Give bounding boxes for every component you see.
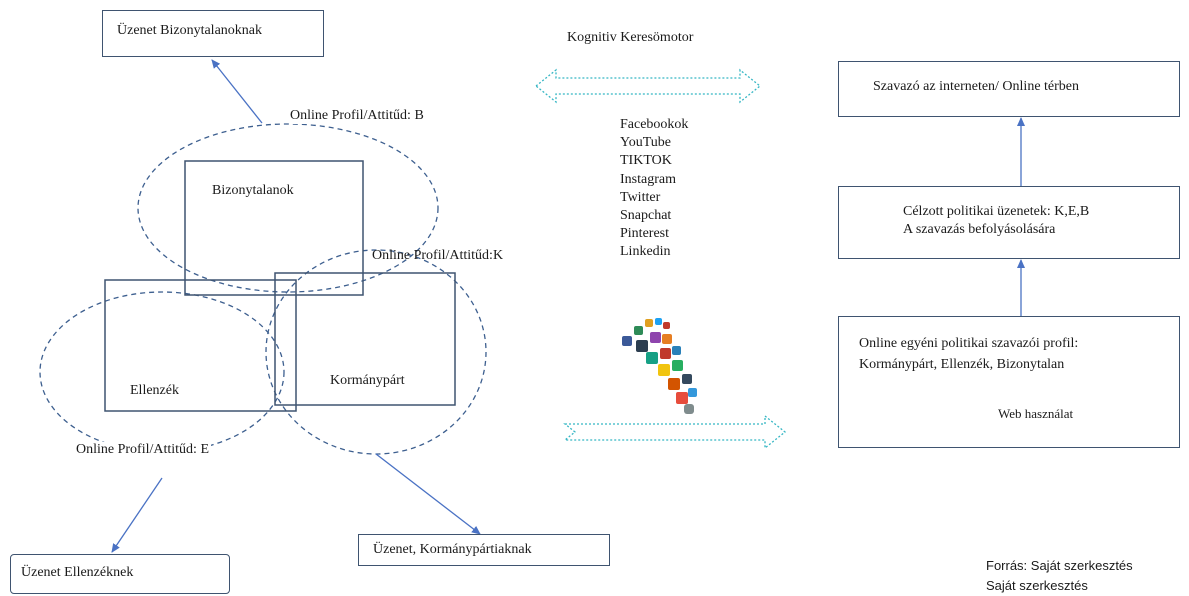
web-usage-label: Web használat [998,406,1074,421]
platform-item: TIKTOK [620,153,672,169]
government-label: Kormánypárt [330,373,405,388]
targeted-messages-line2: A szavazás befolyásolására [903,221,1056,237]
platform-item: Linkedin [620,244,671,260]
profile-b-ellipse [137,123,439,293]
government-rect [274,272,456,406]
search-engine-label: Kognitiv Keresömotor [567,30,694,45]
voter-online-label: Szavazó az interneten/ Online térben [873,79,1080,94]
profile-e-label: Online Profil/Attitűd: E [76,442,211,458]
platform-item: YouTube [620,135,671,151]
uncertain-label: Bizonytalanok [212,183,294,198]
platform-list: Facebookok YouTube TIKTOK Instagram Twit… [620,116,688,262]
opposition-rect [104,279,297,412]
arrow-to-msg-opposition [111,477,163,553]
profile-k-label: Online Profil/Attitűd:K [372,248,504,263]
platform-item: Twitter [620,189,661,205]
voter-profile-line1: Online egyéni politikai szavazói profil: [859,336,1079,351]
source-note: Forrás: Saját szerkesztés Saját szerkesz… [986,556,1133,596]
voter-profile-box: Online egyéni politikai szavazói profil:… [838,316,1180,448]
msg-opposition-box: Üzenet Ellenzéknek [10,554,230,594]
msg-uncertain-box: Üzenet Bizonytalanoknak [102,10,324,57]
arrow-to-msg-uncertain [211,59,263,124]
voter-profile-line2: Kormánypárt, Ellenzék, Bizonytalan [859,357,1065,372]
msg-uncertain-label: Üzenet Bizonytalanoknak [117,23,263,38]
platform-item: Facebookok [620,117,689,132]
platform-item: Snapchat [620,208,672,224]
profile-e-ellipse [39,291,285,453]
profile-k-ellipse [265,249,487,455]
voter-online-box: Szavazó az interneten/ Online térben [838,61,1180,117]
uncertain-rect [184,160,364,296]
msg-opposition-label: Üzenet Ellenzéknek [21,565,134,580]
targeted-messages-line1: Célzott politikai üzenetek: K,E,B [903,204,1090,219]
profile-b-label: Online Profil/Attitűd: B [290,108,426,124]
source-text: Forrás: Saját szerkesztés [986,558,1133,573]
source-text-partial: Saját szerkesztés [986,578,1088,593]
targeted-messages-box: Célzott politikai üzenetek: K,E,B A szav… [838,186,1180,259]
msg-government-box: Üzenet, Kormánypártiaknak [358,534,610,566]
platform-item: Pinterest [620,226,669,242]
double-arrow-bottom [563,414,787,450]
msg-government-label: Üzenet, Kormánypártiaknak [373,542,532,557]
opposition-label: Ellenzék [130,383,179,398]
arrow-to-msg-government [375,453,481,535]
platform-item: Instagram [620,171,676,187]
double-arrow-top [534,68,762,104]
social-media-footprint-icon [622,318,697,414]
